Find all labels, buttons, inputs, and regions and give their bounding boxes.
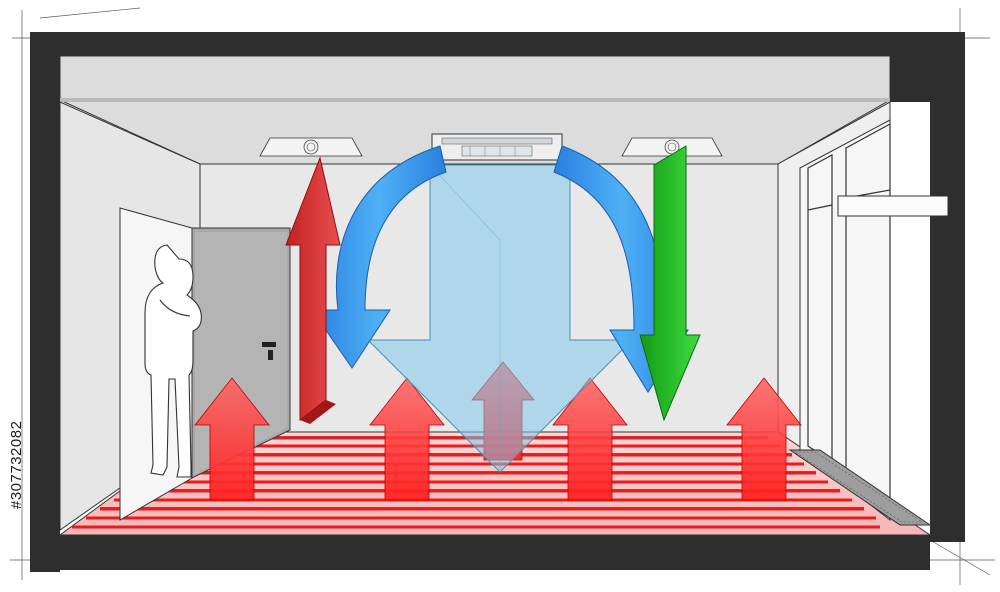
window-frame-icon — [799, 119, 949, 522]
ceiling-diffuser-icon — [259, 137, 363, 157]
floor-heating-loop — [72, 436, 880, 529]
ceiling-diffuser-icon — [621, 137, 723, 157]
rising-heat-arrow — [194, 377, 270, 501]
stock-id-label: #307732082 — [8, 420, 25, 510]
supply-air-arrow-inner — [429, 164, 501, 470]
rising-heat-arrow — [369, 377, 445, 501]
cool-air-arc — [311, 145, 447, 369]
warm-exhaust-arrow — [285, 156, 341, 422]
rising-heat-arrow — [552, 377, 628, 501]
cassette-ac-unit-icon — [431, 133, 563, 161]
floor-convector-icon — [788, 449, 932, 526]
person-silhouette-icon — [144, 244, 202, 478]
building-section — [30, 32, 965, 572]
ceiling-soffit — [60, 98, 890, 102]
rising-heat-arrow — [726, 377, 802, 501]
warm-exhaust-arrow-side — [300, 400, 336, 424]
fresh-air-arrow — [639, 145, 701, 422]
door-handle-icon — [262, 342, 276, 347]
